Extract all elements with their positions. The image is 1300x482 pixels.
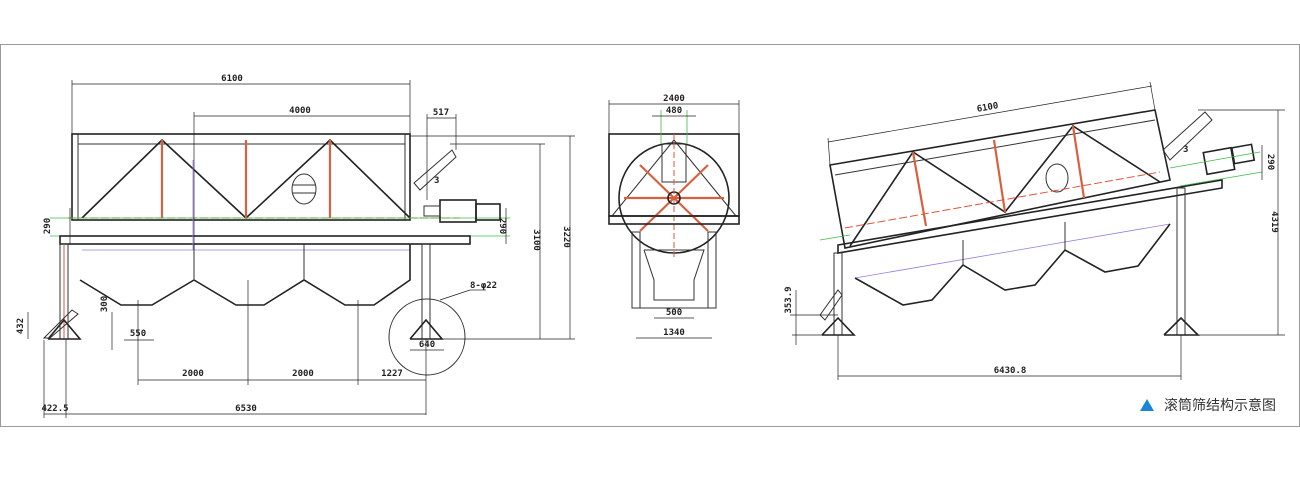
dim-inclined-foot-height: 353.9 <box>784 286 794 313</box>
dim-leg-overhang: 422.5 <box>41 404 68 414</box>
front-view: 6100 4000 517 3 290 290 3100 3220 8-φ22 … <box>16 74 575 418</box>
dim-end-outlet-width: 500 <box>666 308 682 318</box>
caption-text: 滚筒筛结构示意图 <box>1164 397 1276 413</box>
dim-bolt-holes: 8-φ22 <box>470 281 497 291</box>
dim-foot-width: 640 <box>419 340 435 350</box>
dim-leg-span: 6530 <box>235 404 257 414</box>
dim-outlet-pitch-1: 2000 <box>182 369 204 379</box>
inclined-view: 6100 3 290 4319 353.9 6430.8 <box>784 81 1285 380</box>
dim-chute-width: 517 <box>433 108 449 118</box>
dim-inclined-axis-offset: 290 <box>1265 154 1275 170</box>
dim-chute-height: 3100 <box>531 229 541 251</box>
dim-inclined-length: 6100 <box>976 101 999 115</box>
dim-inclined-gap: 3 <box>1183 145 1188 155</box>
dim-overall-length: 6100 <box>221 74 243 84</box>
dim-outlet-width: 550 <box>130 329 146 339</box>
dim-axis-offset-left: 290 <box>43 218 53 234</box>
dim-outlet-to-leg: 1227 <box>381 369 403 379</box>
dim-overall-width: 2400 <box>663 94 685 104</box>
dim-foot-height: 432 <box>16 318 26 334</box>
end-view: 2400 480 500 1340 <box>608 94 740 339</box>
dim-outlet-height: 300 <box>100 296 110 312</box>
triangle-up-icon <box>1140 399 1154 411</box>
dim-axis-offset-right: 290 <box>497 218 507 234</box>
figure-caption: 滚筒筛结构示意图 <box>1140 395 1276 415</box>
dim-outlet-pitch-2: 2000 <box>292 369 314 379</box>
dim-inclined-height: 4319 <box>1269 211 1279 233</box>
dim-overall-height: 3220 <box>561 226 571 248</box>
dim-top-opening: 480 <box>666 106 682 116</box>
dim-gap: 3 <box>434 176 439 186</box>
dim-end-leg-span: 1340 <box>663 328 685 338</box>
dim-inclined-leg-span: 6430.8 <box>994 366 1027 376</box>
dim-drum-section: 4000 <box>289 106 311 116</box>
